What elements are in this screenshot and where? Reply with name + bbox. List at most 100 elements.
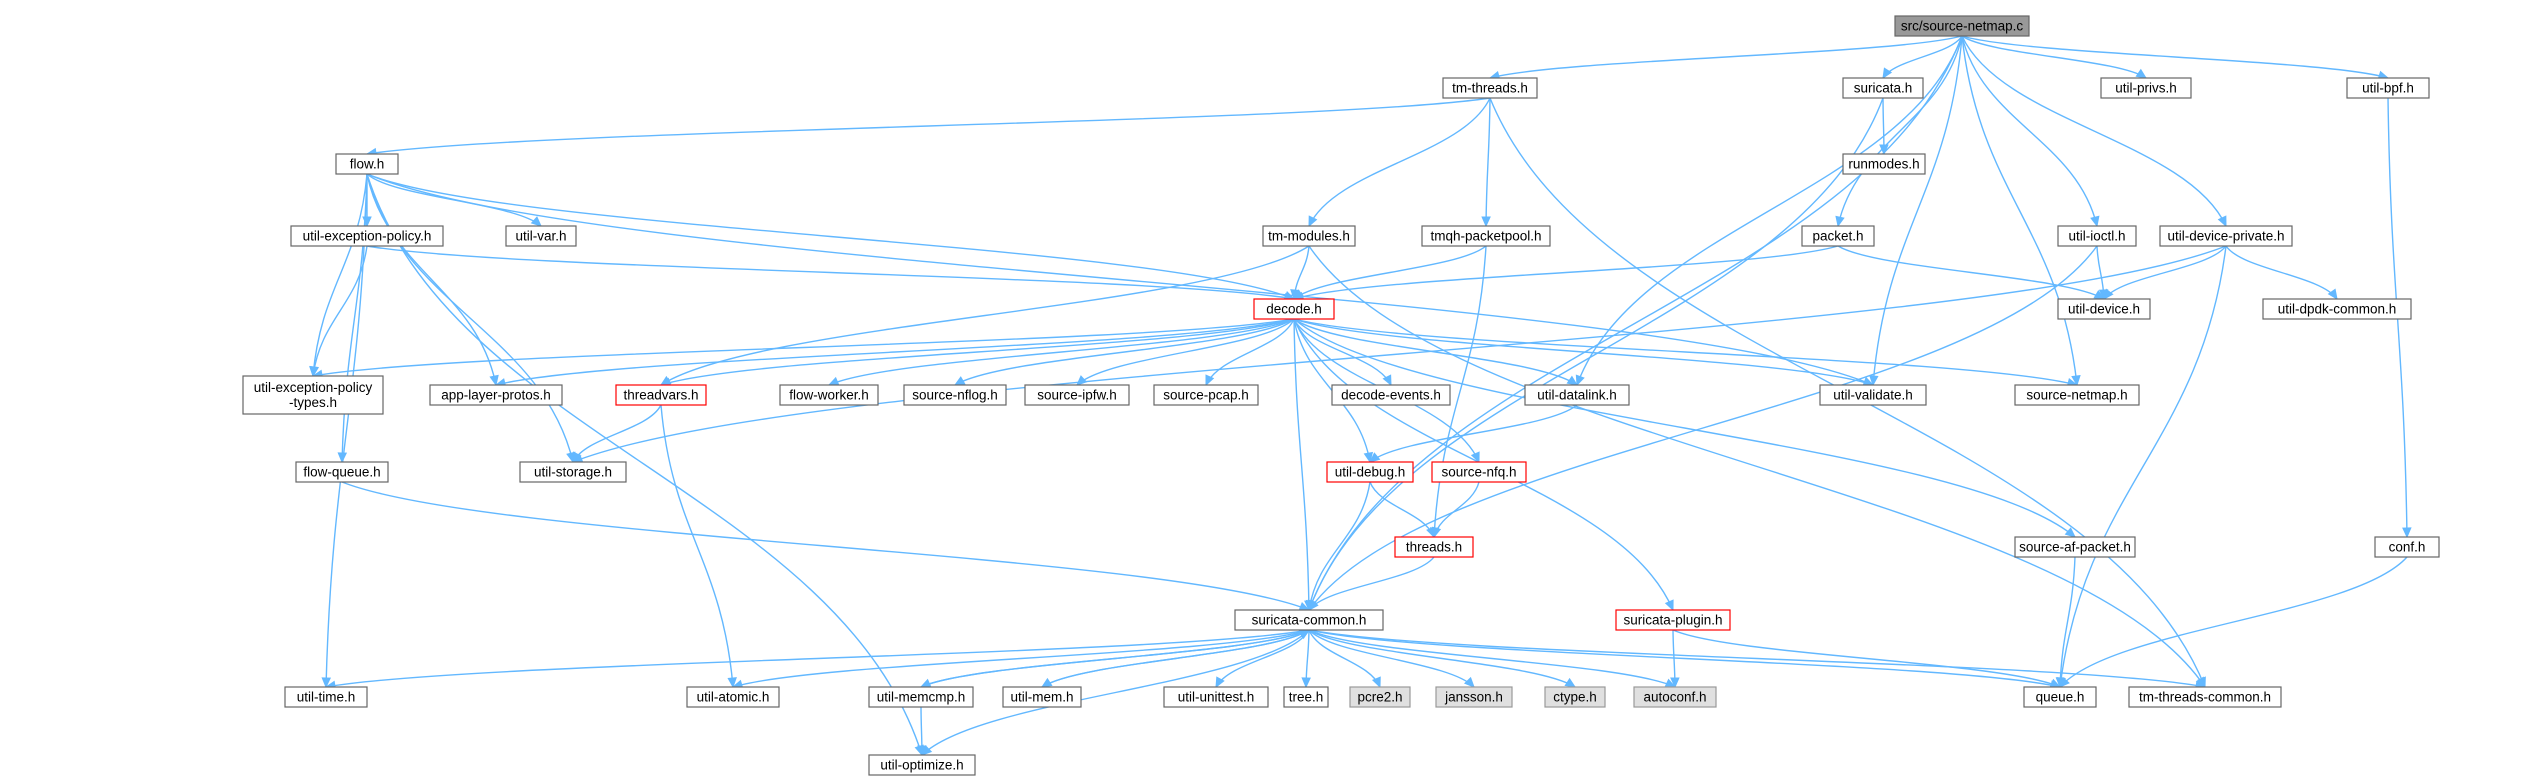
node-util-atomic-h[interactable]: util-atomic.h xyxy=(686,686,780,708)
node-tm-threads-h[interactable]: tm-threads.h xyxy=(1442,77,1538,99)
node-util-time-h[interactable]: util-time.h xyxy=(284,686,368,708)
node-util-optimize-h[interactable]: util-optimize.h xyxy=(868,754,976,776)
node-util-exception-policy-types-h[interactable]: util-exception-policy-types.h xyxy=(242,375,384,415)
node-source-nflog-h[interactable]: source-nflog.h xyxy=(903,384,1007,406)
node-source-pcap-h[interactable]: source-pcap.h xyxy=(1153,384,1259,406)
node-box xyxy=(2374,536,2440,558)
node-flow-h[interactable]: flow.h xyxy=(335,153,399,175)
node-label: suricata.h xyxy=(1854,81,1913,96)
node-pcre2-h[interactable]: pcre2.h xyxy=(1349,686,1411,708)
edge-util-exception-policy-h-to-util-exception-policy-types-h xyxy=(309,245,368,378)
node-util-ioctl-h[interactable]: util-ioctl.h xyxy=(2057,225,2137,247)
node-flow-queue-h[interactable]: flow-queue.h xyxy=(295,461,389,483)
node-tmqh-packetpool-h[interactable]: tmqh-packetpool.h xyxy=(1421,225,1551,247)
node-threadvars-h[interactable]: threadvars.h xyxy=(615,384,707,406)
node-box xyxy=(2014,384,2140,406)
edge-src-source-netmap-c-to-util-bpf-h xyxy=(1961,35,2390,80)
node-util-privs-h[interactable]: util-privs.h xyxy=(2100,77,2192,99)
node-source-nfq-h[interactable]: source-nfq.h xyxy=(1431,461,1527,483)
edge-src-source-netmap-c-to-util-device-private-h xyxy=(1961,35,2227,228)
node-decode-h[interactable]: decode.h xyxy=(1253,298,1335,320)
node-util-storage-h[interactable]: util-storage.h xyxy=(519,461,627,483)
node-label: util-var.h xyxy=(515,229,566,244)
edge-decode-h-to-app-layer-protos-h xyxy=(494,318,1295,388)
node-util-unittest-h[interactable]: util-unittest.h xyxy=(1163,686,1269,708)
node-util-dpdk-common-h[interactable]: util-dpdk-common.h xyxy=(2262,298,2412,320)
edge-util-device-private-h-to-util-device-h xyxy=(2103,245,2227,300)
edge-util-datalink-h-to-util-debug-h xyxy=(1369,404,1578,463)
node-box xyxy=(1253,298,1335,320)
node-box xyxy=(2262,298,2412,320)
node-label: util-exception-policy xyxy=(254,380,373,395)
edges-layer xyxy=(309,35,2412,757)
node-runmodes-h[interactable]: runmodes.h xyxy=(1842,153,1926,175)
node-label: util-device-private.h xyxy=(2167,229,2284,244)
node-autoconf-h[interactable]: autoconf.h xyxy=(1633,686,1717,708)
edge-packet-h-to-util-device-h xyxy=(1837,245,2106,300)
edge-decode-h-to-util-datalink-h xyxy=(1293,318,1579,386)
node-decode-events-h[interactable]: decode-events.h xyxy=(1331,384,1451,406)
node-box xyxy=(868,754,976,776)
node-box xyxy=(1544,686,1606,708)
node-box xyxy=(903,384,1007,406)
edge-tm-threads-h-to-tm-modules-h xyxy=(1308,97,1491,228)
edge-suricata-common-h-to-queue-h xyxy=(1308,629,2062,690)
node-label: util-debug.h xyxy=(1335,465,1406,480)
node-threads-h[interactable]: threads.h xyxy=(1394,536,1474,558)
edge-source-nfq-h-to-threads-h xyxy=(1431,481,1480,539)
node-util-var-h[interactable]: util-var.h xyxy=(505,225,577,247)
node-tm-threads-common-h[interactable]: tm-threads-common.h xyxy=(2128,686,2282,708)
node-util-device-h[interactable]: util-device.h xyxy=(2057,298,2151,320)
edge-packet-h-to-decode-h xyxy=(1292,245,1839,301)
node-tm-modules-h[interactable]: tm-modules.h xyxy=(1262,225,1356,247)
node-box xyxy=(1153,384,1259,406)
node-box xyxy=(1442,77,1538,99)
node-suricata-common-h[interactable]: suricata-common.h xyxy=(1234,609,1384,631)
node-util-memcmp-h[interactable]: util-memcmp.h xyxy=(868,686,974,708)
node-box xyxy=(1002,686,1082,708)
edge-threads-h-to-suricata-common-h xyxy=(1308,556,1435,611)
node-app-layer-protos-h[interactable]: app-layer-protos.h xyxy=(429,384,563,406)
node-source-netmap-h[interactable]: source-netmap.h xyxy=(2014,384,2140,406)
node-src-source-netmap-c[interactable]: src/source-netmap.c xyxy=(1894,15,2030,37)
node-util-device-private-h[interactable]: util-device-private.h xyxy=(2159,225,2293,247)
node-queue-h[interactable]: queue.h xyxy=(2023,686,2097,708)
node-util-datalink-h[interactable]: util-datalink.h xyxy=(1524,384,1630,406)
edge-threadvars-h-to-util-atomic-h xyxy=(660,404,737,689)
edge-util-debug-h-to-suricata-common-h xyxy=(1305,481,1371,612)
node-box xyxy=(615,384,707,406)
node-label: util-ioctl.h xyxy=(2068,229,2125,244)
node-box xyxy=(686,686,780,708)
node-label: source-pcap.h xyxy=(1163,388,1249,403)
node-box xyxy=(1894,15,2030,37)
node-suricata-h[interactable]: suricata.h xyxy=(1842,77,1924,99)
node-util-mem-h[interactable]: util-mem.h xyxy=(1002,686,1082,708)
node-label: source-netmap.h xyxy=(2026,388,2127,403)
node-box xyxy=(1234,609,1384,631)
node-conf-h[interactable]: conf.h xyxy=(2374,536,2440,558)
node-suricata-plugin-h[interactable]: suricata-plugin.h xyxy=(1615,609,1731,631)
node-tree-h[interactable]: tree.h xyxy=(1283,686,1329,708)
node-label: src/source-netmap.c xyxy=(1901,19,2024,34)
node-ctype-h[interactable]: ctype.h xyxy=(1544,686,1606,708)
node-box xyxy=(1431,461,1527,483)
node-util-validate-h[interactable]: util-validate.h xyxy=(1819,384,1927,406)
node-box xyxy=(1801,225,1875,247)
node-label: ctype.h xyxy=(1553,690,1597,705)
edge-src-source-netmap-c-to-suricata-h xyxy=(1882,35,1963,80)
node-packet-h[interactable]: packet.h xyxy=(1801,225,1875,247)
node-jansson-h[interactable]: jansson.h xyxy=(1435,686,1513,708)
edge-tm-threads-h-to-tmqh-packetpool-h xyxy=(1481,97,1491,228)
node-util-debug-h[interactable]: util-debug.h xyxy=(1326,461,1414,483)
node-util-exception-policy-h[interactable]: util-exception-policy.h xyxy=(290,225,444,247)
node-flow-worker-h[interactable]: flow-worker.h xyxy=(779,384,879,406)
node-box xyxy=(2159,225,2293,247)
node-source-af-packet-h[interactable]: source-af-packet.h xyxy=(2014,536,2136,558)
node-label: autoconf.h xyxy=(1643,690,1706,705)
node-box xyxy=(1326,461,1414,483)
node-util-bpf-h[interactable]: util-bpf.h xyxy=(2346,77,2430,99)
node-label: suricata-plugin.h xyxy=(1623,613,1722,628)
node-label: threads.h xyxy=(1406,540,1462,555)
node-source-ipfw-h[interactable]: source-ipfw.h xyxy=(1024,384,1130,406)
edge-suricata-common-h-to-pcre2-h xyxy=(1308,629,1381,689)
